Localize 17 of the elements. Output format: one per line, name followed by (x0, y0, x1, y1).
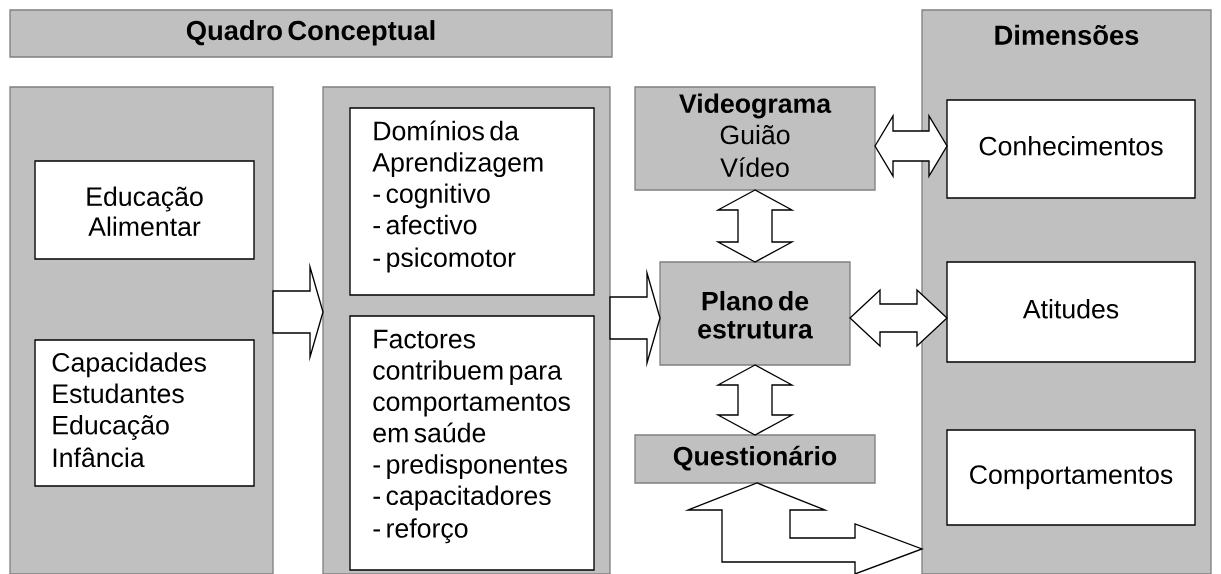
double-block-arrow (715, 364, 795, 436)
block-arrow (609, 268, 661, 368)
title-banner: Quadro Conceptual (9, 9, 613, 58)
process-box: Questionário (634, 434, 876, 484)
double-block-arrow (849, 288, 948, 348)
text-box: Comportamentos (946, 429, 1196, 526)
double-block-arrow (715, 189, 795, 263)
text-box: Capacidades Estudantes Educação Infância (34, 339, 255, 487)
process-box: Videograma Guião Vídeo (634, 86, 876, 191)
text-box: Conhecimentos (946, 99, 1196, 199)
text-box: Factores contribuem para comportamentos em saúde - predisponentes - capacitadores - reforço (349, 315, 595, 571)
block-arrow (272, 262, 324, 362)
text-box: Educação Alimentar (34, 160, 255, 260)
process-box: Plano de estrutura (659, 261, 851, 366)
text-box: Atitudes (946, 261, 1196, 363)
double-block-arrow (874, 113, 948, 179)
text-box: Domínios da Aprendizagem - cognitivo - afectivo - psicomotor (349, 107, 595, 296)
